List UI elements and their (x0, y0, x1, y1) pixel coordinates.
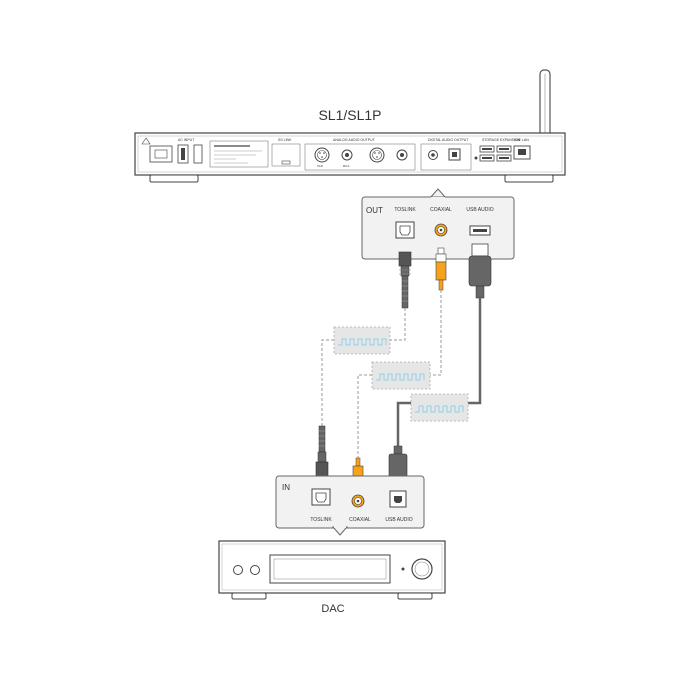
digital-output-section: DIGITAL AUDIO OUTPUT (420, 138, 478, 171)
foot (149, 174, 199, 183)
dac-led-icon (401, 567, 405, 571)
callout-pointer (331, 526, 349, 536)
xlr-label: XLR (317, 164, 324, 168)
rating-label (209, 140, 269, 168)
in-port-label: COAXIAL (349, 517, 371, 523)
toslink-port-icon (311, 488, 331, 506)
toslink-signal-box (333, 326, 391, 355)
coaxial-cable (357, 374, 372, 458)
toslink-plug-icon (315, 425, 329, 483)
toslink-cable (390, 308, 406, 341)
analog-output-label: ANALOG AUDIO OUTPUT (333, 138, 376, 142)
lan-label: GbE LAN (514, 138, 529, 142)
storage-label: STORAGE EXPANSION (482, 138, 521, 142)
toslink-plug-icon (398, 251, 412, 309)
in-port-label: USB AUDIO (385, 517, 412, 523)
in-panel: IN TOSLINK COAXIAL USB AUDIO (275, 475, 425, 529)
reset-button-icon (474, 156, 478, 160)
foot (504, 174, 554, 183)
usb-b-port-icon (389, 490, 407, 508)
sl1-device: AC INPUT SS LINK ANALOG AUDIO OUTPUT (134, 69, 566, 183)
dac-knob-icon (250, 565, 260, 575)
dac-knob-icon (233, 565, 243, 575)
xlr-port-icon (369, 147, 385, 163)
dac-label: DAC (321, 603, 344, 615)
coaxial-port-icon (351, 494, 365, 508)
storage-section: STORAGE EXPANSION (479, 138, 521, 162)
digital-output-label: DIGITAL AUDIO OUTPUT (428, 138, 469, 142)
ss-link-section: SS LINK (271, 138, 301, 167)
toslink-cable (321, 339, 334, 426)
coaxial-cable (430, 290, 442, 376)
usb-signal-box (410, 393, 469, 422)
lan-section: GbE LAN (513, 138, 531, 160)
usb-cable (468, 298, 482, 405)
analog-output-section: ANALOG AUDIO OUTPUT XLR RCA (304, 138, 416, 171)
coaxial-plug-icon (435, 247, 447, 291)
out-label: OUT (366, 206, 383, 215)
out-port-label: TOSLINK (394, 207, 416, 213)
xlr-port-icon (314, 147, 330, 163)
dac-display (269, 554, 391, 584)
ss-link-label: SS LINK (278, 138, 292, 142)
ac-input-section: AC INPUT (141, 137, 203, 164)
coaxial-port-icon (434, 223, 448, 237)
rca-label: RCA (343, 164, 349, 168)
in-port-label: TOSLINK (310, 517, 332, 523)
dac-device (218, 540, 446, 600)
out-port-label: USB AUDIO (466, 207, 493, 213)
out-panel: OUT TOSLINK COAXIAL USB AUDIO (361, 196, 515, 260)
toslink-port-icon (395, 221, 415, 239)
device-title: SL1/SL1P (318, 107, 381, 123)
in-label: IN (282, 483, 290, 492)
ac-input-label: AC INPUT (178, 138, 195, 142)
usb-cable (396, 401, 411, 448)
foot (397, 592, 433, 600)
usb-plug-icon (468, 243, 492, 299)
coaxial-signal-box (371, 361, 431, 390)
out-port-label: COAXIAL (430, 207, 452, 213)
foot (231, 592, 267, 600)
usb-a-port-icon (469, 225, 491, 236)
